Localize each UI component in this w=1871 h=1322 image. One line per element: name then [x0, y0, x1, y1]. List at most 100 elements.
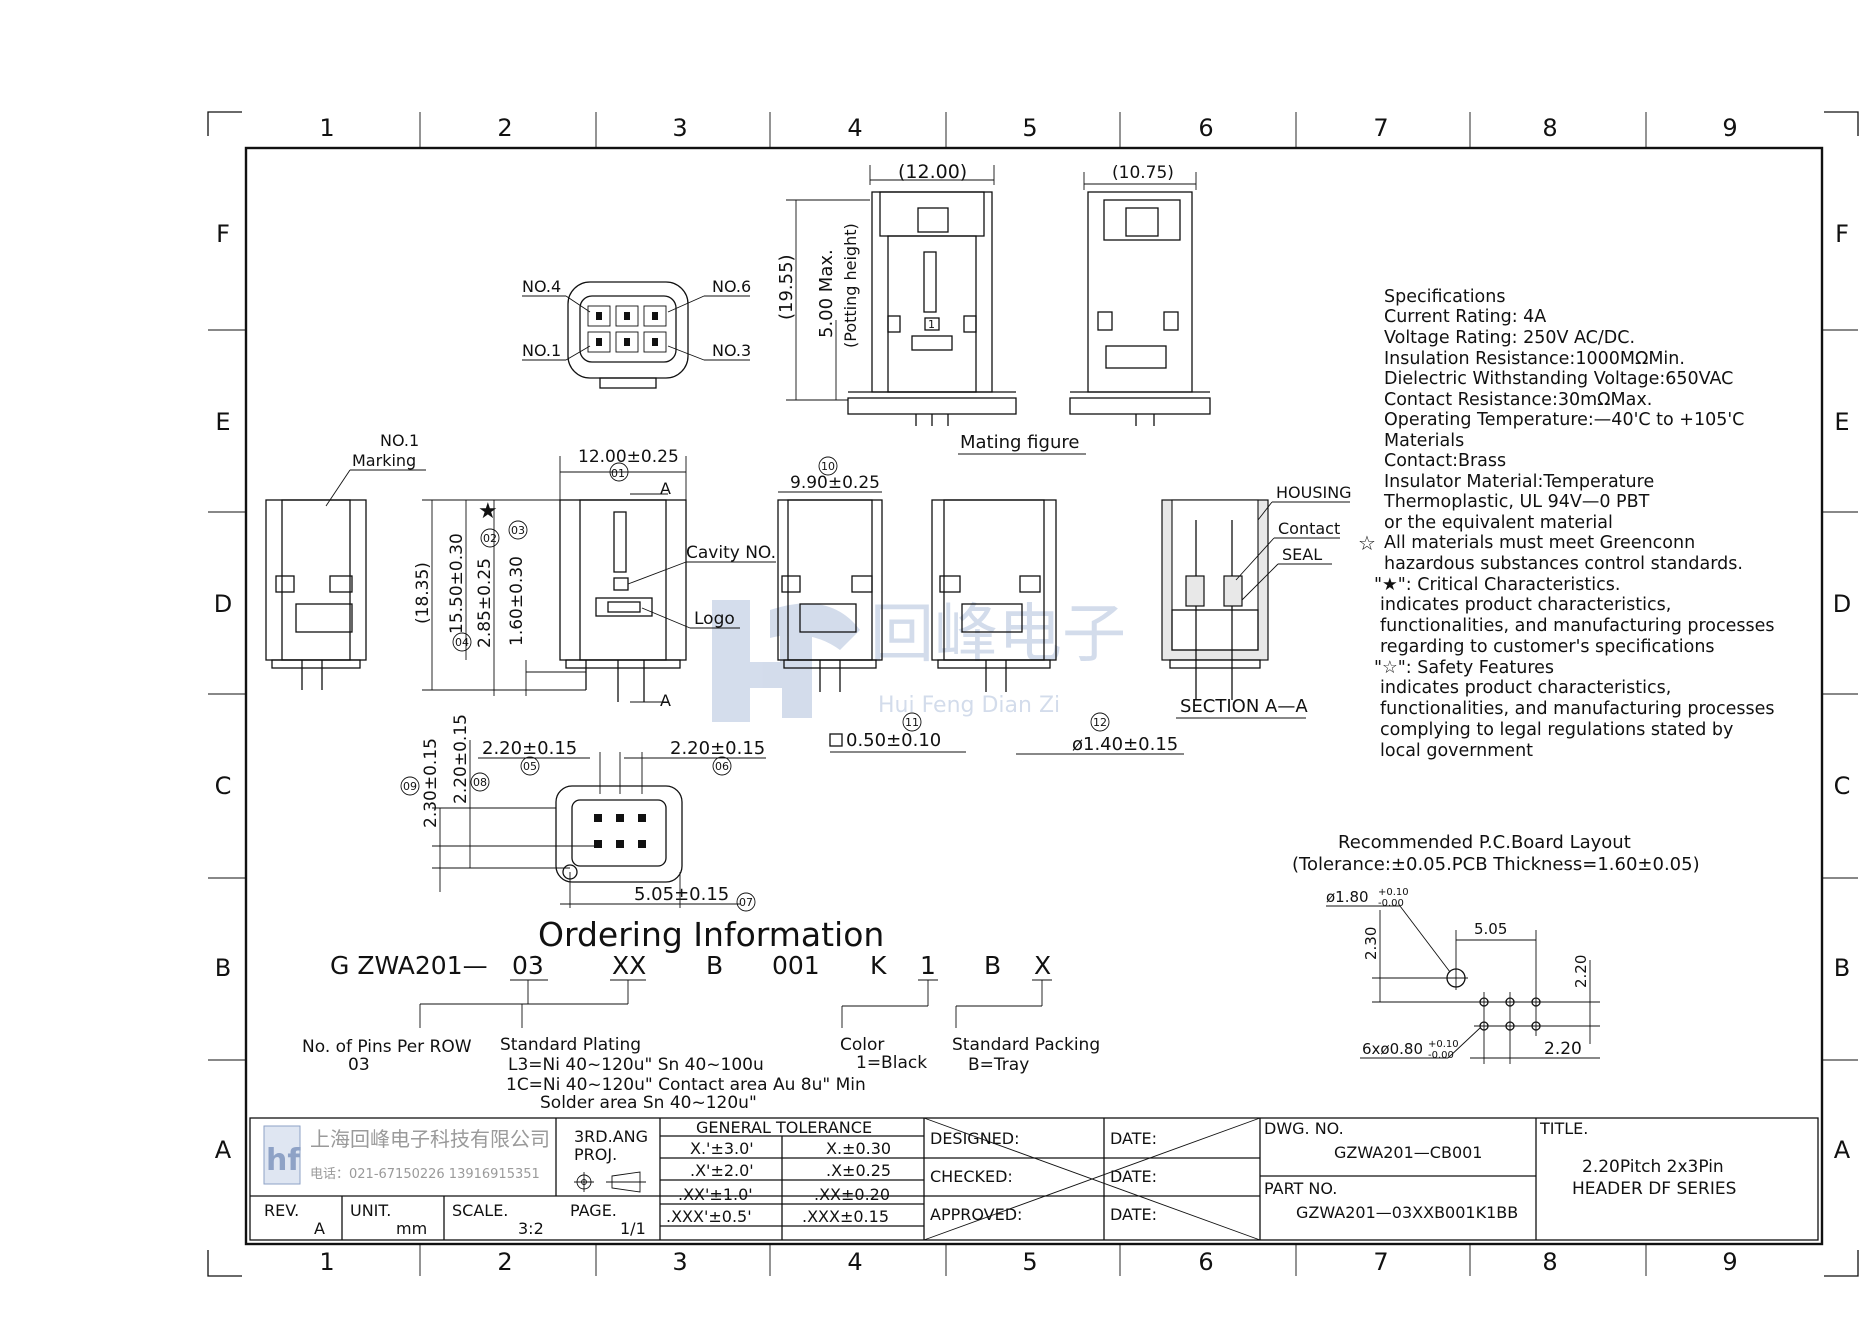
pin-square-dim: 0.50±0.10	[846, 730, 941, 751]
spec-line: hazardous substances control standards.	[1384, 554, 1743, 574]
note-packing-line1: Standard Packing	[952, 1035, 1100, 1055]
watermark: 回峰电子 Hui Feng Dian Zi	[712, 598, 1126, 722]
spec-line: Voltage Rating: 250V AC/DC.	[1384, 328, 1635, 348]
dwg-no-label: DWG. NO.	[1264, 1119, 1344, 1138]
spec-line: Thermoplastic, UL 94V—0 PBT	[1383, 492, 1650, 512]
projection-icon	[574, 1171, 646, 1193]
col-label-top: 1	[319, 114, 334, 142]
spec-line: Contact Resistance:30mΩMax.	[1384, 390, 1652, 410]
dim-03-ref: 03	[511, 524, 525, 537]
col-label-top: 2	[497, 114, 512, 142]
ordering-information: Ordering Information G ZWA201— 03 XX B 0…	[302, 915, 1100, 1113]
dim-07: 5.05±0.15	[634, 884, 729, 905]
pin-label-no4: NO.4	[522, 277, 561, 296]
top-side-view: (10.75) Mating figure	[958, 163, 1211, 455]
watermark-chinese: 回峰电子	[870, 598, 1126, 672]
pcb-holes6: 6xø0.80	[1362, 1040, 1423, 1058]
company-logo: hf	[263, 1125, 301, 1185]
critical-star: ★	[478, 499, 498, 524]
part-no-value: GZWA201—03XXB001K1BB	[1296, 1203, 1518, 1222]
pcb-layout: Recommended P.C.Board Layout (Tolerance:…	[1292, 832, 1700, 1064]
row-label-right: D	[1833, 590, 1851, 618]
note-packing-line2: B=Tray	[968, 1055, 1029, 1075]
dim-07-ref: 07	[739, 896, 753, 909]
pcb-dim-505: 5.05	[1474, 920, 1507, 938]
pcb-hole1-tol-up: +0.10	[1378, 887, 1409, 898]
spec-line: Specifications	[1384, 287, 1505, 307]
col-label-top: 3	[672, 114, 687, 142]
ordering-code-part: X	[1034, 951, 1051, 980]
tolerance-linear: .X±0.25	[826, 1161, 891, 1180]
spec-line: indicates product characteristics,	[1380, 678, 1671, 698]
spec-line: Contact:Brass	[1384, 451, 1506, 471]
ordering-code-part: B	[984, 951, 1001, 980]
spec-line: regarding to customer's specifications	[1380, 637, 1715, 657]
scale-label: SCALE.	[452, 1201, 508, 1220]
title-label: TITLE.	[1539, 1119, 1588, 1138]
row-label-right: F	[1835, 220, 1849, 248]
col-label-top: 6	[1198, 114, 1213, 142]
pin-label-no3: NO.3	[712, 341, 751, 360]
designed-label: DESIGNED:	[930, 1129, 1020, 1148]
section-mark-bottom: A	[660, 691, 671, 710]
pcb-dim-230: 2.30	[1362, 927, 1380, 960]
projection-line2: PROJ.	[574, 1145, 617, 1164]
pin-dia-dim: ø1.40±0.15	[1072, 734, 1178, 755]
main-width-ref: 01	[611, 467, 625, 480]
col-label-bottom: 6	[1198, 1248, 1213, 1276]
tolerance-linear: X.±0.30	[826, 1139, 891, 1158]
ordering-code-part: K	[870, 951, 887, 980]
col-label-bottom: 3	[672, 1248, 687, 1276]
dim-09-ref: 09	[403, 780, 417, 793]
designed-date-label: DATE:	[1110, 1129, 1157, 1148]
pcb-subtitle: (Tolerance:±0.05.PCB Thickness=1.60±0.05…	[1292, 854, 1700, 875]
spec-line: or the equivalent material	[1384, 513, 1613, 533]
side-view-mid: 10 9.90±0.25 11 0.50±0.10 12 ø1.40±0.15	[777, 456, 1184, 755]
specifications-block: Specifications Current Rating: 4A Voltag…	[1358, 287, 1775, 761]
row-label-left: D	[214, 590, 232, 618]
ordering-title: Ordering Information	[538, 915, 884, 954]
general-tolerance-label: GENERAL TOLERANCE	[696, 1118, 872, 1137]
marking-side-view: NO.1 Marking	[265, 431, 426, 690]
scale-value: 3:2	[518, 1219, 544, 1238]
dim-05-ref: 05	[523, 760, 537, 773]
pin-dia-ref: 12	[1093, 716, 1107, 729]
title-line1: 2.20Pitch 2x3Pin	[1582, 1157, 1724, 1177]
spec-line: "☆": Safety Features	[1374, 658, 1554, 678]
spec-line: Materials	[1384, 431, 1464, 451]
cavity-no-label: Cavity NO.	[686, 543, 776, 563]
checked-label: CHECKED:	[930, 1167, 1013, 1186]
spec-line: Dielectric Withstanding Voltage:650VAC	[1384, 369, 1733, 389]
dim-08: 2.20±0.15	[451, 714, 471, 804]
tolerance-linear: .XXX±0.15	[802, 1207, 889, 1226]
dim-02: 2.85±0.25	[475, 558, 495, 648]
cavity-box-label: 1	[928, 318, 935, 331]
marking-label-line1: NO.1	[380, 431, 419, 450]
dim-04: 15.50±0.30	[447, 533, 467, 634]
note-pins-line1: No. of Pins Per ROW	[302, 1037, 472, 1057]
note-plating-line1: Standard Plating	[500, 1035, 641, 1055]
pcb-holes6-tol-dn: -0.00	[1428, 1050, 1454, 1061]
bottom-view: 2.20±0.15 05 2.20±0.15 06 2.30±0.15 09 2…	[400, 714, 766, 912]
checked-date-label: DATE:	[1110, 1167, 1157, 1186]
approved-date-label: DATE:	[1110, 1205, 1157, 1224]
dim-06-ref: 06	[715, 760, 729, 773]
potting-height-note: (Potting height)	[841, 223, 860, 348]
spec-line: local government	[1380, 741, 1533, 761]
note-color-line1: Color	[840, 1035, 884, 1055]
spec-line: Operating Temperature:—40'C to +105'C	[1384, 410, 1744, 430]
spec-line: All materials must meet Greenconn	[1384, 533, 1695, 553]
col-label-bottom: 1	[319, 1248, 334, 1276]
section-caption: SECTION A—A	[1180, 696, 1308, 717]
section-contact-label: Contact	[1278, 519, 1340, 538]
ordering-code-part: 001	[772, 951, 820, 980]
pin-square-ref: 11	[905, 716, 919, 729]
tolerance-linear: .XX±0.20	[814, 1185, 890, 1204]
ordering-code-part: XX	[612, 951, 646, 980]
projection-line1: 3RD.ANG	[574, 1127, 648, 1146]
note-pins-line2: 03	[348, 1055, 370, 1075]
front-width-dim: (12.00)	[898, 161, 967, 183]
row-label-right: A	[1834, 1136, 1851, 1164]
spec-line: Insulation Resistance:1000MΩMin.	[1384, 349, 1685, 369]
dim-02-ref: 02	[483, 532, 497, 545]
